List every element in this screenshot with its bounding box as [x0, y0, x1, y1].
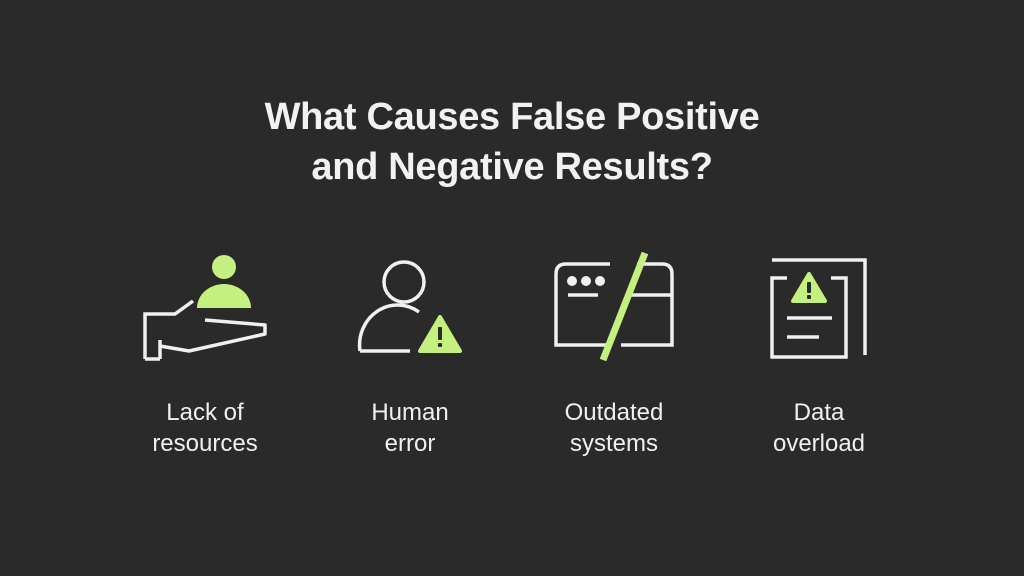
hand-holding-person-icon — [143, 255, 267, 361]
person-warning-icon — [357, 260, 462, 353]
cause-lack-of-resources: Lack of resources — [105, 245, 305, 457]
cause-data-overload: Data overload — [719, 245, 919, 457]
cause-label: Human error — [371, 399, 449, 457]
cause-label: Data overload — [772, 399, 866, 457]
page-title: What Causes False Positive and Negative … — [0, 92, 1024, 192]
title-line-1: What Causes False Positive — [264, 96, 760, 138]
cause-human-error: Human error — [310, 245, 510, 457]
cause-label: Lack of resources — [152, 399, 258, 457]
title-line-2: and Negative Results? — [311, 146, 713, 188]
cause-outdated-systems: Outdated systems — [514, 245, 714, 457]
document-warning-icon — [770, 258, 867, 359]
cause-label: Outdated systems — [564, 399, 664, 457]
broken-window-icon — [554, 251, 674, 362]
